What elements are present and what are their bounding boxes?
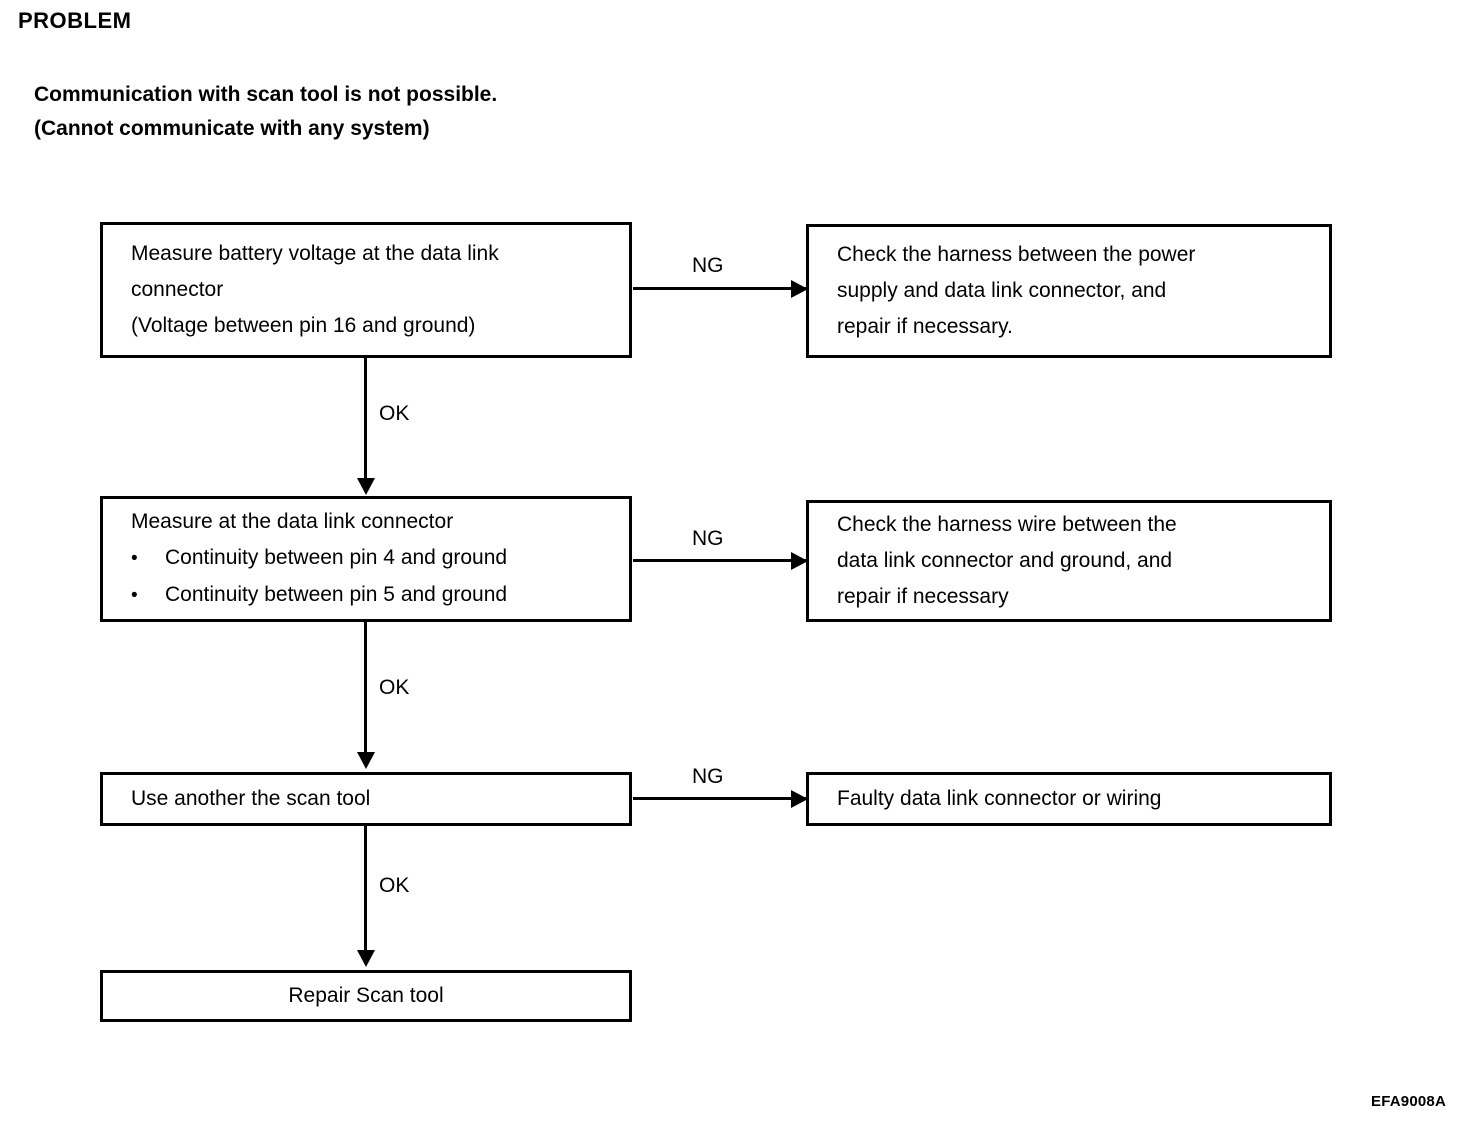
flow-box-check-power-supply-harness: Check the harness between the power supp… <box>806 224 1332 358</box>
arrowhead-ng-1 <box>791 280 808 298</box>
box-text-line: data link connector and ground, and <box>837 549 1173 572</box>
flow-box-measure-continuity: Measure at the data link connector • Con… <box>100 496 632 622</box>
box-text-line: Faulty data link connector or wiring <box>837 787 1162 810</box>
edge-label-ng-3: NG <box>692 765 724 788</box>
connector-line-ng-3 <box>633 797 809 800</box>
arrowhead-ok-3 <box>357 950 375 967</box>
connector-line-ok-2 <box>364 622 367 754</box>
connector-line-ng-2 <box>633 559 809 562</box>
arrowhead-ok-2 <box>357 752 375 769</box>
box-bullet-item: • Continuity between pin 5 and ground <box>103 577 629 614</box>
problem-statement-line-1: Communication with scan tool is not poss… <box>34 83 498 106</box>
problem-statement: Communication with scan tool is not poss… <box>34 78 497 146</box>
arrowhead-ng-2 <box>791 552 808 570</box>
figure-reference-code: EFA9008A <box>1371 1093 1446 1110</box>
bullet-dot-icon: • <box>131 585 138 606</box>
box-text-line: Use another the scan tool <box>131 787 371 810</box>
edge-label-ok-1: OK <box>379 402 410 425</box>
box-text-line: Check the harness between the power <box>837 243 1196 266</box>
box-bullet-item: • Continuity between pin 4 and ground <box>103 540 629 577</box>
bullet-dot-icon: • <box>131 548 138 569</box>
arrowhead-ng-3 <box>791 790 808 808</box>
problem-section-heading: PROBLEM <box>18 8 132 33</box>
arrowhead-ok-1 <box>357 478 375 495</box>
box-text-line: repair if necessary <box>837 585 1009 608</box>
flow-box-measure-battery-voltage: Measure battery voltage at the data link… <box>100 222 632 358</box>
bullet-text: Continuity between pin 5 and ground <box>165 583 508 606</box>
flow-box-use-another-scan-tool: Use another the scan tool <box>100 772 632 826</box>
flow-box-repair-scan-tool: Repair Scan tool <box>100 970 632 1022</box>
connector-line-ok-3 <box>364 826 367 952</box>
box-text-line: supply and data link connector, and <box>837 279 1167 302</box>
box-text-line: Repair Scan tool <box>288 984 444 1007</box>
edge-label-ok-2: OK <box>379 676 410 699</box>
flow-box-check-ground-harness: Check the harness wire between the data … <box>806 500 1332 622</box>
box-text-line: Check the harness wire between the <box>837 513 1177 536</box>
box-text-line: connector <box>131 278 224 301</box>
box-text-line: (Voltage between pin 16 and ground) <box>131 314 476 337</box>
bullet-text: Continuity between pin 4 and ground <box>165 546 508 569</box>
edge-label-ng-2: NG <box>692 527 724 550</box>
connector-line-ok-1 <box>364 358 367 480</box>
box-text-line: repair if necessary. <box>837 315 1013 338</box>
flow-box-faulty-connector-or-wiring: Faulty data link connector or wiring <box>806 772 1332 826</box>
box-text-line: Measure at the data link connector <box>131 510 454 533</box>
box-text-line: Measure battery voltage at the data link <box>131 242 499 265</box>
edge-label-ng-1: NG <box>692 254 724 277</box>
edge-label-ok-3: OK <box>379 874 410 897</box>
connector-line-ng-1 <box>633 287 809 290</box>
problem-statement-line-2: (Cannot communicate with any system) <box>34 117 430 140</box>
